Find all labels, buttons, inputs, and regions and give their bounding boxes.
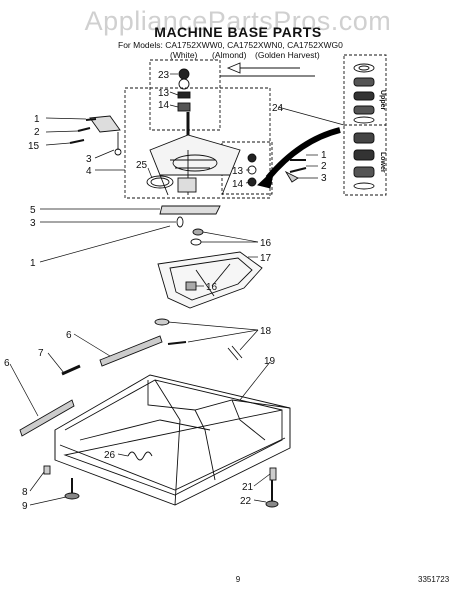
callout-2b: 2	[321, 161, 327, 172]
callout-21: 21	[242, 482, 254, 493]
foot-left	[43, 465, 80, 500]
spring	[127, 451, 153, 461]
callout-1c: 1	[30, 258, 36, 269]
callout-15: 15	[28, 141, 40, 152]
left-bracket	[69, 115, 122, 156]
color-almond: (Almond)	[212, 50, 247, 60]
base-plate	[157, 251, 263, 309]
callout-3c: 3	[30, 218, 36, 229]
callout-5: 5	[30, 205, 36, 216]
callout-7: 7	[38, 348, 44, 359]
foot-right	[265, 467, 279, 508]
document-number: 3351723	[418, 575, 450, 584]
callout-2: 2	[34, 127, 40, 138]
callout-16: 16	[260, 238, 272, 249]
callout-1: 1	[34, 114, 40, 125]
models-line: For Models: CA1752XWW0, CA1752XWN0, CA17…	[118, 40, 343, 50]
callout-3: 3	[86, 154, 92, 165]
callout-8: 8	[22, 487, 28, 498]
page-number: 9	[235, 575, 241, 584]
inset-box-transmission	[124, 87, 271, 199]
brackets-18	[154, 318, 243, 361]
callout-23: 23	[158, 70, 170, 81]
callout-14b: 14	[232, 179, 244, 190]
callout-14: 14	[158, 100, 170, 111]
seal-parts	[177, 68, 191, 112]
callout-16b: 16	[206, 282, 218, 293]
callout-9: 9	[22, 501, 28, 512]
callout-3b: 3	[321, 173, 327, 184]
color-golden-harvest: (Golden Harvest)	[255, 50, 320, 60]
machine-frame	[54, 374, 291, 506]
lower-label: Lower	[379, 152, 386, 173]
leader-lines	[9, 73, 345, 506]
rail-upper	[99, 335, 163, 367]
bearing-stack-upper	[353, 63, 375, 124]
upper-label: Upper	[379, 90, 386, 111]
callout-1b: 1	[321, 150, 327, 161]
callout-13: 13	[158, 88, 170, 99]
callout-4: 4	[86, 166, 92, 177]
callout-25: 25	[136, 160, 148, 171]
callout-19: 19	[264, 356, 276, 367]
watermark: AppliancePartsPros.com	[84, 6, 392, 36]
seal-ring	[146, 175, 174, 189]
callout-17: 17	[260, 253, 272, 264]
page-title: MACHINE BASE PARTS	[154, 24, 322, 40]
callout-6b: 6	[4, 358, 10, 369]
callout-6: 6	[66, 330, 72, 341]
color-white: (White)	[170, 50, 198, 60]
callout-24: 24	[272, 103, 284, 114]
callout-22: 22	[240, 496, 252, 507]
bearing-stack-lower	[353, 132, 375, 190]
callout-13b: 13	[232, 166, 244, 177]
right-bracket	[284, 159, 307, 183]
pointer-arrow	[265, 127, 341, 180]
callout-18: 18	[260, 326, 272, 337]
transmission	[149, 112, 241, 196]
mounting-bar	[159, 205, 221, 215]
callout-26: 26	[104, 450, 116, 461]
inset-box-top	[149, 59, 221, 131]
rail-lower	[19, 399, 75, 437]
